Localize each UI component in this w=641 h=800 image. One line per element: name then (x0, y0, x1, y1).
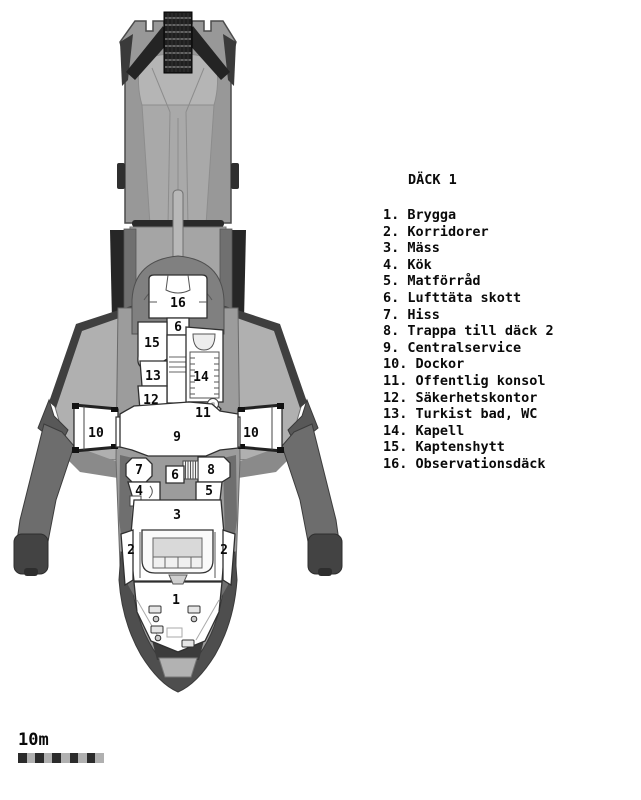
bridge-consoles (148, 605, 201, 648)
room-number-labels: 16 6 15 13 12 14 11 9 10 10 7 8 6 4 5 3 … (88, 296, 259, 608)
map-label-4: 4 (135, 484, 143, 499)
map-label-6-lower: 6 (171, 468, 179, 483)
legend: DÄCK 1 1. Brygga 2. Korridorer 3. Mäss 4… (383, 172, 554, 473)
right-landing-leg (281, 423, 341, 553)
bridge-door (168, 574, 188, 585)
left-foot-notch (24, 568, 38, 576)
scale-segment (52, 753, 61, 763)
map-label-12: 12 (143, 393, 159, 408)
scale-segment (95, 753, 104, 763)
engine-frame-arm-right (187, 26, 230, 80)
map-label-9: 9 (173, 430, 181, 445)
room-16-observationsdack (148, 274, 208, 319)
side-pod-left (117, 163, 125, 189)
left-wing-edge (49, 305, 136, 408)
scale-segment (18, 753, 27, 763)
legend-item-9: 9. Centralservice (383, 339, 522, 356)
page-title: DÄCK 1 (408, 172, 457, 188)
map-label-11: 11 (195, 406, 211, 421)
legend-item-8: 8. Trappa till däck 2 (383, 323, 554, 340)
deck-rooms (119, 274, 239, 653)
ladder (169, 356, 187, 373)
map-label-10-right: 10 (243, 426, 259, 441)
legend-item-1: 1. Brygga (383, 207, 457, 223)
scale-segment (43, 753, 53, 763)
legend-item-7: 7. Hiss (383, 306, 440, 323)
chapel-apse (192, 333, 216, 351)
scale-segment (26, 753, 36, 763)
engine-shoulder-cap-right (223, 34, 236, 86)
nose-ramp (158, 657, 198, 678)
legend-item-16: 16. Observationsdäck (383, 455, 546, 472)
legend-item-3: 3. Mäss (383, 240, 440, 257)
scale-segment (78, 753, 87, 763)
map-label-13: 13 (145, 369, 161, 384)
scale-indicator: 10m (18, 731, 104, 763)
map-label-7: 7 (135, 463, 143, 478)
neck-column-left (110, 230, 124, 320)
room-1-brygga (133, 574, 223, 653)
legend-item-4: 4. Kök (383, 256, 432, 273)
legend-item-6: 6. Lufttäta skott (383, 289, 522, 306)
legend-item-5: 5. Matförråd (383, 273, 481, 290)
legend-item-15: 15. Kaptenshytt (383, 439, 505, 456)
legend-item-12: 12. Säkerhetskontor (383, 389, 538, 406)
mess-bench (152, 537, 203, 558)
nose-rim (118, 551, 238, 693)
map-label-5: 5 (205, 484, 213, 499)
neck-column-right (232, 230, 246, 320)
scale-bar (18, 753, 104, 763)
map-label-1: 1 (172, 593, 180, 608)
legend-item-11: 11. Offentlig konsol (383, 372, 546, 389)
map-label-14: 14 (193, 370, 209, 385)
map-label-8: 8 (207, 463, 215, 478)
right-foot-notch (318, 568, 332, 576)
scale-segment (86, 753, 96, 763)
room-14-kapell (185, 326, 224, 403)
map-label-6-upper: 6 (174, 320, 182, 335)
map-label-3: 3 (173, 508, 181, 523)
engine-section (117, 11, 239, 227)
engine-frame-arm-left (126, 26, 169, 80)
map-label-10-left: 10 (88, 426, 104, 441)
scale-segment (35, 753, 44, 763)
scale-segment (60, 753, 70, 763)
chapel-nave (189, 351, 220, 399)
chapel-pews (190, 357, 219, 395)
right-wing-edge (220, 305, 307, 408)
room-9-centralservice (119, 401, 239, 457)
scale-segment (69, 753, 79, 763)
legend-item-14: 14. Kapell (383, 422, 465, 439)
map-label-2-right: 2 (220, 543, 228, 558)
legend-item-13: 13. Turkist bad, WC (383, 406, 538, 423)
scale-label: 10m (18, 730, 49, 750)
map-label-15: 15 (144, 336, 160, 351)
legend-item-10: 10. Dockor (383, 356, 465, 373)
map-label-16: 16 (170, 296, 186, 311)
room-8-trappa (182, 456, 231, 483)
room-6-lufttata-skott-lower (165, 465, 185, 484)
map-label-2-left: 2 (127, 543, 135, 558)
room-2-korridor-right (222, 529, 236, 587)
room-3-mass (129, 499, 226, 582)
thruster-grid (163, 11, 193, 74)
engine-seam-lines (151, 67, 205, 227)
room-2-korridor-left (120, 529, 134, 587)
left-landing-leg (15, 423, 75, 553)
side-pod-right (231, 163, 239, 189)
engine-shoulder-cap-left (120, 34, 133, 86)
legend-item-2: 2. Korridorer (383, 223, 489, 240)
